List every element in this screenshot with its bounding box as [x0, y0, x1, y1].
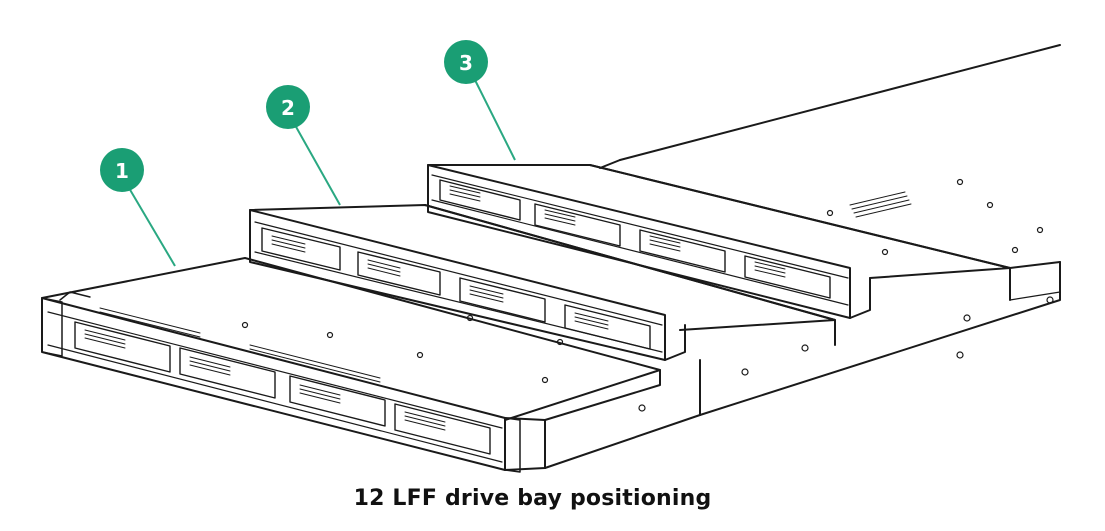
callout-2-label: 2	[281, 96, 295, 120]
callout-1-label: 1	[115, 159, 129, 183]
figure-caption: 12 LFF drive bay positioning	[353, 486, 712, 511]
callout-3: 3	[444, 40, 488, 84]
chassis-screws	[638, 178, 1054, 412]
drive-cage-1	[41, 257, 661, 473]
callout-3-label: 3	[459, 51, 473, 75]
callout-2: 2	[266, 85, 310, 129]
callout-1: 1	[100, 148, 144, 192]
drive-cage-3	[427, 164, 1011, 319]
vent-grill	[849, 191, 912, 218]
server-chassis	[544, 44, 1061, 469]
server-drive-bay-diagram: 1 2 3	[41, 40, 1061, 473]
drive-bay-icon	[439, 179, 831, 299]
front-perforations	[99, 307, 381, 383]
drive-vents	[84, 329, 446, 431]
drive-bay-icon	[74, 321, 491, 455]
drive-vents	[449, 185, 786, 278]
drive-vents	[271, 235, 609, 330]
cage-screws	[241, 314, 564, 384]
drive-bay-icon	[261, 227, 651, 350]
drive-cage-2	[249, 204, 836, 361]
callout-leaders	[128, 79, 516, 267]
